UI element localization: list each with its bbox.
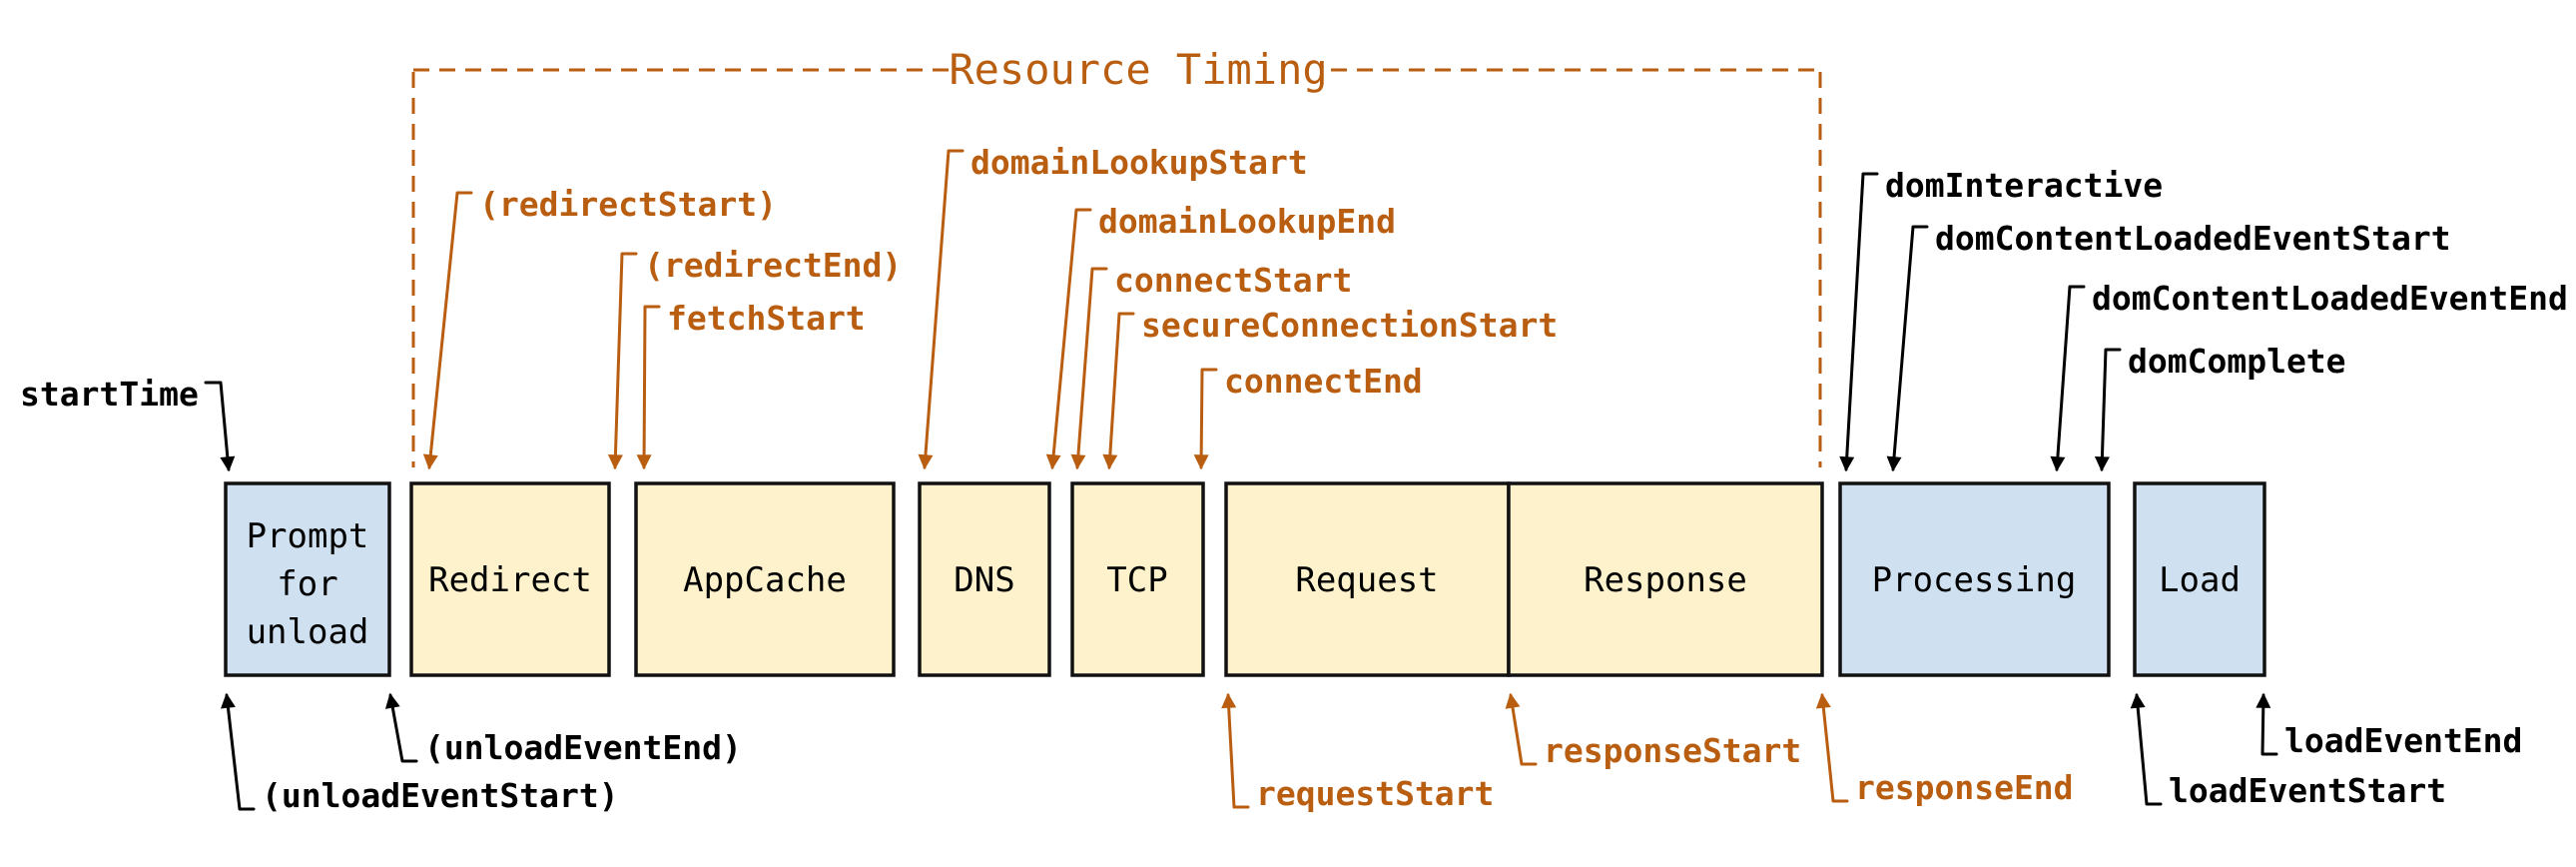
resource-timing-title: Resource Timing <box>949 45 1327 94</box>
loadEventEnd-label: loadEventEnd <box>2284 721 2522 760</box>
loadEventStart-leader-arrow <box>2130 692 2163 806</box>
domComplete-label: domComplete <box>2128 342 2346 381</box>
event-redirectEnd: (redirectEnd) <box>607 246 902 470</box>
event-secureConnectionStart: secureConnectionStart <box>1102 306 1558 470</box>
event-unloadEventStart: (unloadEventStart) <box>220 692 619 815</box>
phase-box-prompt-for-unload: Prompt for unload <box>224 481 391 677</box>
domInteractive-leader-arrow <box>1839 172 1879 472</box>
prompt-line-1: Prompt <box>247 516 369 556</box>
responseEnd-leader-arrow <box>1815 692 1849 803</box>
event-connectStart: connectStart <box>1070 261 1352 470</box>
prompt-line-2: for <box>277 564 337 604</box>
dns-label: DNS <box>954 560 1014 600</box>
domInteractive-label: domInteractive <box>1885 166 2163 205</box>
load-box <box>2133 481 2266 677</box>
event-loadEventStart: loadEventStart <box>2130 692 2446 810</box>
appcache-label: AppCache <box>683 560 847 600</box>
event-domainLookupStart: domainLookupStart <box>918 143 1308 470</box>
load-label: Load <box>2159 560 2241 600</box>
tcp-box <box>1070 481 1205 677</box>
event-loadEventEnd: loadEventEnd <box>2255 692 2522 760</box>
domContentLoadedEventEnd-leader-arrow <box>2050 285 2086 472</box>
response-box <box>1507 481 1824 677</box>
event-domComplete: domComplete <box>2094 342 2346 472</box>
request-box <box>1224 481 1511 677</box>
event-domInteractive: domInteractive <box>1839 166 2163 472</box>
fetchStart-label: fetchStart <box>667 299 866 338</box>
response-label: Response <box>1584 560 1747 600</box>
startTime-leader-arrow <box>204 381 236 472</box>
requestStart-label: requestStart <box>1256 774 1494 813</box>
domContentLoadedEventEnd-label: domContentLoadedEventEnd <box>2092 279 2568 318</box>
event-requestStart: requestStart <box>1221 692 1494 813</box>
secureConnectionStart-leader-arrow <box>1102 312 1135 470</box>
processing-box <box>1838 481 2111 677</box>
loadEventEnd-leader-arrow <box>2255 692 2278 756</box>
event-responseEnd: responseEnd <box>1815 692 2074 807</box>
phase-box-response: Response <box>1507 481 1824 677</box>
dns-box <box>918 481 1051 677</box>
event-responseStart: responseStart <box>1505 692 1801 770</box>
redirectEnd-leader-arrow <box>607 252 638 470</box>
phase-box-request: Request <box>1224 481 1511 677</box>
domContentLoadedEventStart-leader-arrow <box>1886 225 1929 472</box>
startTime-label: startTime <box>20 375 199 414</box>
domainLookupStart-leader-arrow <box>918 149 965 470</box>
event-redirectStart: (redirectStart) <box>422 185 777 470</box>
redirectEnd-label: (redirectEnd) <box>644 246 902 285</box>
phase-box-dns: DNS <box>918 481 1051 677</box>
event-startTime: startTime <box>20 375 236 472</box>
event-domContentLoadedEventStart: domContentLoadedEventStart <box>1886 219 2451 472</box>
domainLookupEnd-leader-arrow <box>1045 208 1092 470</box>
redirect-label: Redirect <box>428 560 592 600</box>
requestStart-leader-arrow <box>1221 692 1250 809</box>
domainLookupStart-label: domainLookupStart <box>970 143 1308 182</box>
processing-label: Processing <box>1872 560 2077 600</box>
event-domainLookupEnd: domainLookupEnd <box>1045 202 1396 470</box>
connectStart-label: connectStart <box>1114 261 1352 300</box>
orange-event-labels: (redirectStart) (redirectEnd) fetchStart… <box>422 143 2074 813</box>
appcache-box <box>634 481 896 677</box>
resource-timing-bracket: Resource Timing <box>411 45 1822 467</box>
prompt-line-3: unload <box>247 612 369 652</box>
loadEventStart-label: loadEventStart <box>2169 771 2446 810</box>
responseStart-leader-arrow <box>1505 692 1538 766</box>
secureConnectionStart-label: secureConnectionStart <box>1141 306 1558 345</box>
event-fetchStart: fetchStart <box>636 299 866 470</box>
domComplete-leader-arrow <box>2094 348 2122 472</box>
redirect-box <box>409 481 611 677</box>
unloadEventStart-leader-arrow <box>220 692 256 811</box>
unloadEventEnd-label: (unloadEventEnd) <box>424 728 742 767</box>
event-unloadEventEnd: (unloadEventEnd) <box>384 692 742 767</box>
phase-box-processing: Processing <box>1838 481 2111 677</box>
phase-boxes: Prompt for unload Redirect AppCache DNS … <box>224 481 2266 677</box>
phase-box-load: Load <box>2133 481 2266 677</box>
domainLookupEnd-label: domainLookupEnd <box>1098 202 1396 241</box>
redirectStart-leader-arrow <box>422 191 473 470</box>
unloadEventEnd-leader-arrow <box>384 692 418 763</box>
unloadEventStart-label: (unloadEventStart) <box>262 776 619 815</box>
event-domContentLoadedEventEnd: domContentLoadedEventEnd <box>2050 279 2568 472</box>
connectEnd-leader-arrow <box>1193 368 1218 470</box>
black-event-labels: startTime (unloadEventStart) (unloadEven… <box>20 166 2568 815</box>
redirectStart-label: (redirectStart) <box>479 185 777 224</box>
prompt-for-unload-box <box>224 481 391 677</box>
domContentLoadedEventStart-label: domContentLoadedEventStart <box>1935 219 2451 258</box>
responseStart-label: responseStart <box>1544 731 1801 770</box>
responseEnd-label: responseEnd <box>1855 768 2074 807</box>
connectStart-leader-arrow <box>1070 267 1108 470</box>
phase-box-appcache: AppCache <box>634 481 896 677</box>
phase-box-redirect: Redirect <box>409 481 611 677</box>
fetchStart-leader-arrow <box>636 305 661 470</box>
event-connectEnd: connectEnd <box>1193 362 1423 470</box>
tcp-label: TCP <box>1106 560 1167 600</box>
request-label: Request <box>1295 560 1438 600</box>
phase-box-tcp: TCP <box>1070 481 1205 677</box>
connectEnd-label: connectEnd <box>1224 362 1423 401</box>
